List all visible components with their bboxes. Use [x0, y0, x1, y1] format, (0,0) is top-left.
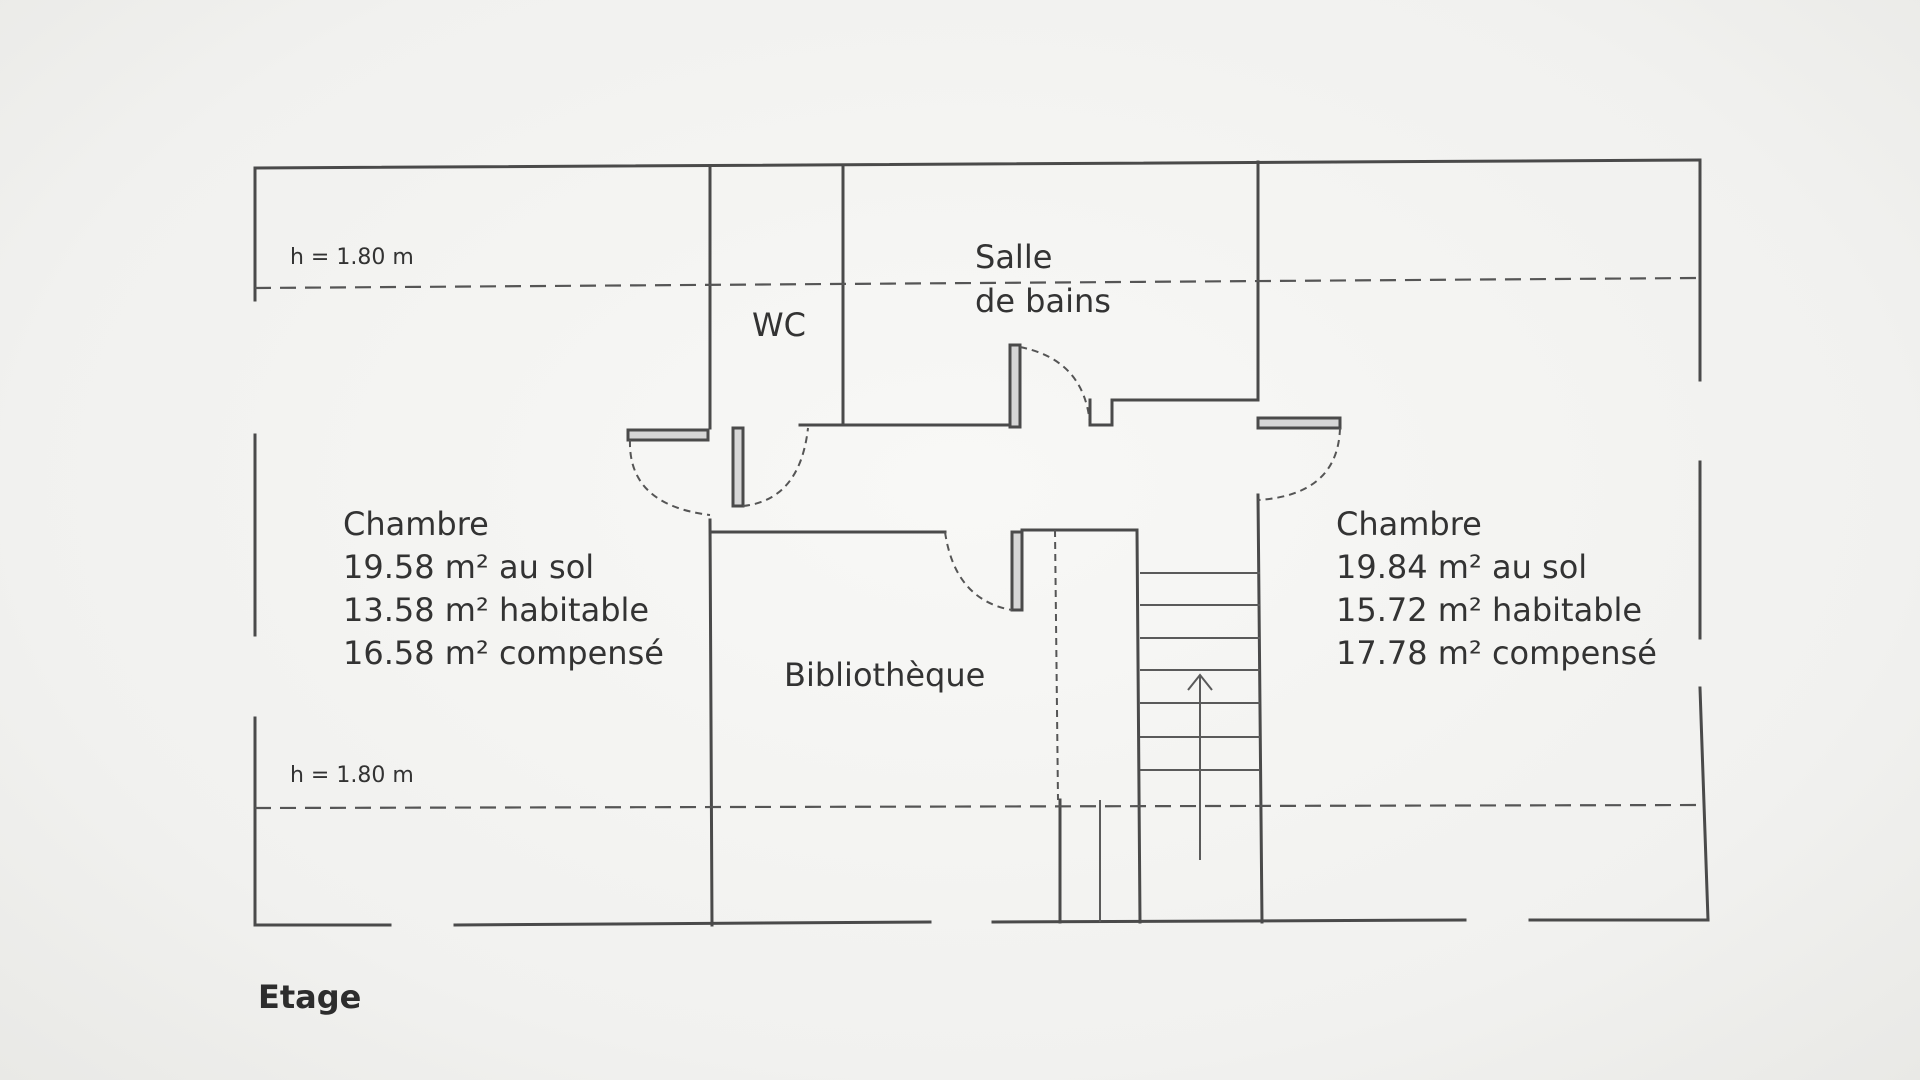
- chambre-left-compense: 16.58 m² compensé: [343, 634, 664, 672]
- chambre-right-sol: 19.84 m² au sol: [1336, 548, 1587, 586]
- door-sdb-swing: [1019, 346, 1091, 426]
- landing-dashed-line: [1054, 529, 1059, 801]
- top-wall: [253, 158, 1702, 170]
- chambre-left-name: Chambre: [343, 505, 489, 543]
- height-lines: [254, 276, 1701, 810]
- outer-walls: [253, 158, 1710, 927]
- height-mark-bottom: h = 1.80 m: [290, 763, 414, 788]
- doors: [626, 343, 1342, 612]
- caption-etage: Etage: [258, 978, 361, 1016]
- chambre-right-compense: 17.78 m² compensé: [1336, 634, 1657, 672]
- stair-left-wall: [1135, 528, 1142, 924]
- height-line-bottom: [254, 803, 1701, 810]
- door-chambre-right-swing: [1257, 427, 1341, 501]
- door-chambre-left: [626, 428, 710, 442]
- door-chambre-left-swing: [628, 439, 711, 516]
- interior-walls: [708, 160, 1264, 927]
- sdb-label-line1: Salle: [975, 238, 1052, 276]
- sdb-label-line2: de bains: [975, 282, 1111, 320]
- wc-label: WC: [752, 306, 806, 344]
- door-wc-swing: [742, 427, 809, 507]
- bibliotheque-label: Bibliothèque: [784, 656, 985, 694]
- height-line-top: [254, 276, 1701, 290]
- right-wall-lower: [1698, 686, 1710, 922]
- stair-treads: [1140, 572, 1260, 860]
- chambre-right-name: Chambre: [1336, 505, 1482, 543]
- door-bibliotheque-swing: [944, 531, 1013, 611]
- door-wc: [731, 426, 745, 508]
- door-sdb: [1008, 343, 1022, 429]
- height-mark-top: h = 1.80 m: [290, 245, 414, 270]
- chambre-left-habitable: 13.58 m² habitable: [343, 591, 649, 629]
- door-chambre-right: [1256, 416, 1342, 430]
- bottom-wall-2: [453, 920, 932, 927]
- partition-left-lower: [708, 518, 714, 927]
- chambre-left-sol: 19.58 m² au sol: [343, 548, 594, 586]
- labels: h = 1.80 m h = 1.80 m WC Salle de bains …: [258, 238, 1657, 1016]
- chambre-right-habitable: 15.72 m² habitable: [1336, 591, 1642, 629]
- partition-right: [1256, 493, 1264, 924]
- door-bibliotheque: [1010, 530, 1024, 612]
- stair-arrow-head: [1187, 673, 1213, 691]
- bottom-wall-3: [991, 918, 1467, 924]
